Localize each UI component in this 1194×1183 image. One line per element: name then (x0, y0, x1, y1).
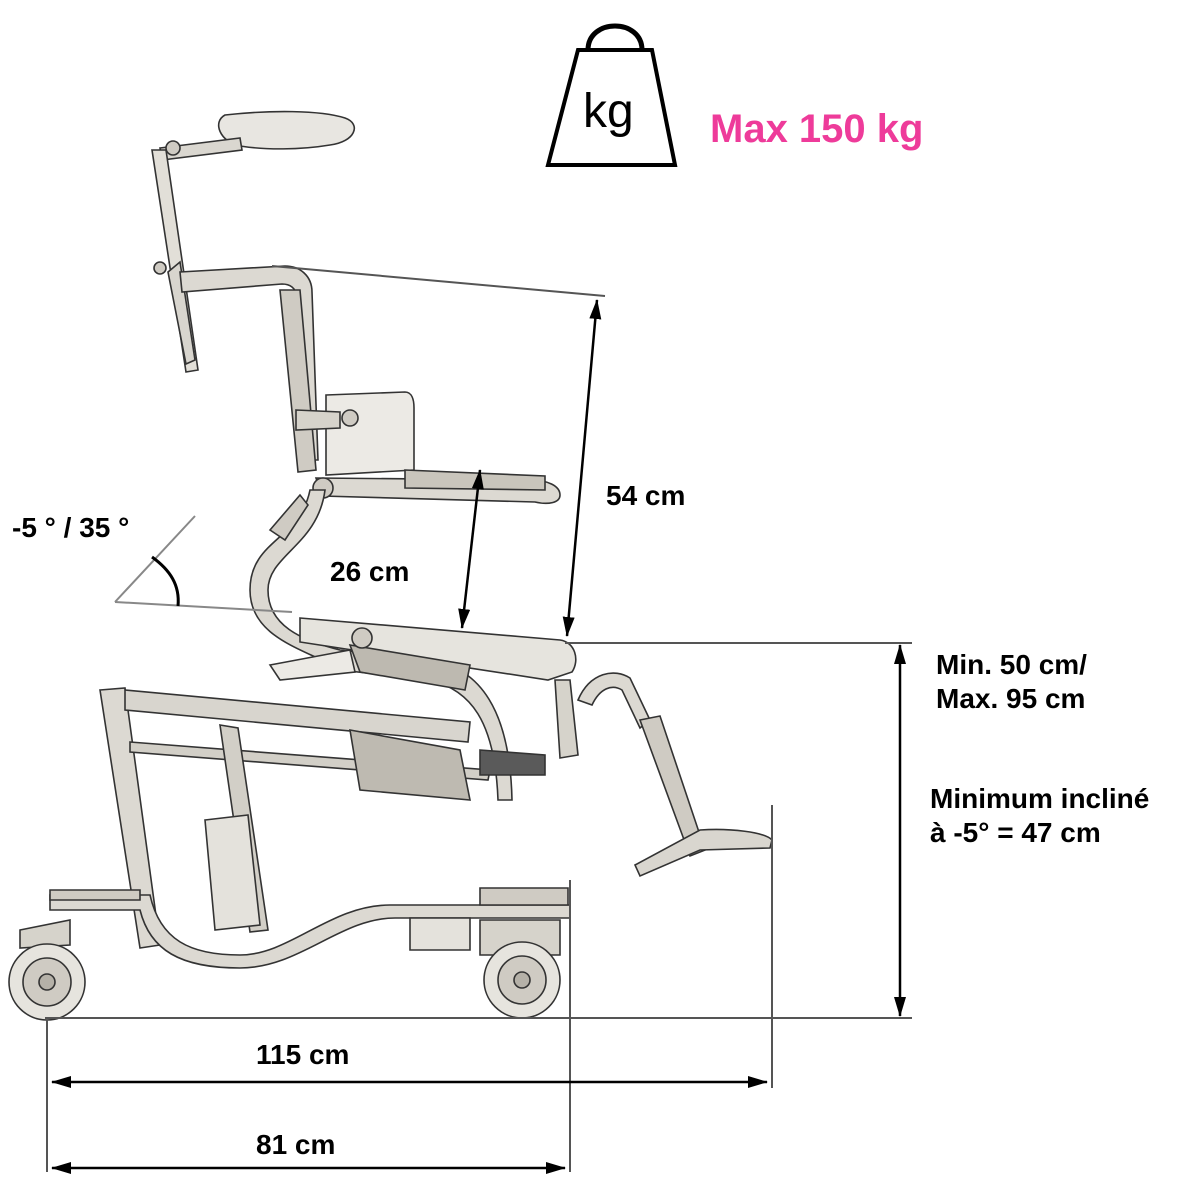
weight-unit-label: kg (583, 85, 634, 138)
weight-icon (545, 23, 678, 167)
chair-base (19, 887, 571, 969)
inclined-minimum-label: Minimum incliné (930, 783, 1150, 814)
backrest-top-reference-line (271, 265, 606, 297)
legrest (554, 672, 773, 878)
inclined-value-label: à -5° = 47 cm (930, 817, 1101, 848)
backrest-height-label: 54 cm (606, 480, 686, 511)
total-length-label: 115 cm (256, 1039, 350, 1070)
armrest-height-arrow (458, 469, 484, 629)
backrest-height-arrow (562, 299, 602, 637)
headrest (151, 110, 356, 373)
caster-wheel-rear (483, 941, 561, 1019)
base-length-label: 81 cm (256, 1129, 336, 1160)
max-weight-label: Max 150 kg (710, 107, 924, 151)
seat-height-max-label: Max. 95 cm (936, 683, 1086, 714)
dimension-lines (45, 265, 912, 1174)
tilt-angle-label: -5 ° / 35 ° (12, 512, 130, 543)
caster-wheel-front (8, 943, 86, 1021)
armrest-height-label: 26 cm (330, 556, 410, 587)
backrest (179, 265, 415, 476)
tilt-angle-arc (151, 555, 180, 607)
tilt-base-line (114, 601, 293, 613)
seat (268, 617, 577, 691)
lift-frame (99, 687, 546, 949)
s-frame (249, 489, 513, 801)
armrest (312, 469, 561, 505)
seat-height-min-label: Min. 50 cm/ (936, 649, 1087, 680)
